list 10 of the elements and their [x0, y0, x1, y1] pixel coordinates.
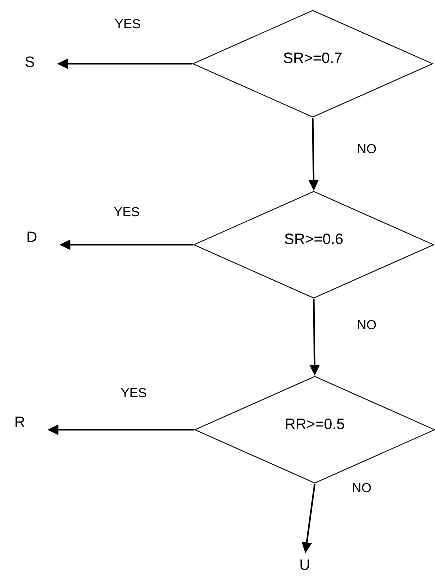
edge-label: NO	[351, 482, 373, 494]
edge-label: NO	[356, 143, 378, 155]
edge-label: YES	[113, 206, 141, 218]
edge-label: YES	[114, 18, 142, 30]
outcome-label: D	[28, 232, 37, 242]
outcome-label: S	[26, 56, 34, 68]
edge-label: YES	[120, 387, 148, 399]
outcome-label: U	[300, 560, 310, 570]
edge-label: NO	[356, 319, 378, 331]
outcome-label: R	[16, 416, 25, 428]
